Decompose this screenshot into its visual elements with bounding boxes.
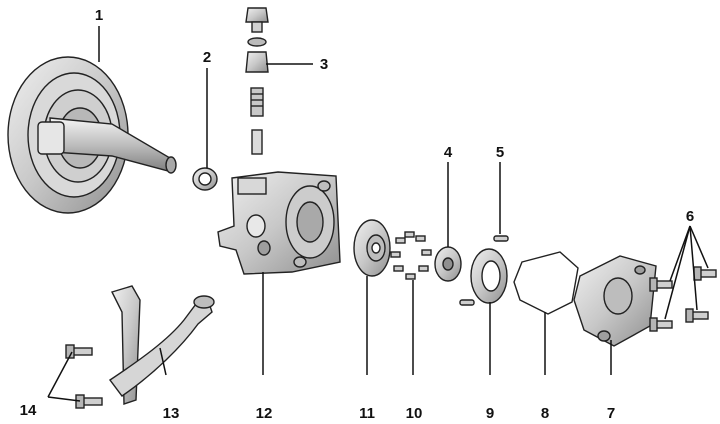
leader-13 xyxy=(159,347,167,376)
leader-lines xyxy=(47,26,709,402)
callout-6: 6 xyxy=(686,208,694,225)
callout-2: 2 xyxy=(203,49,211,66)
leader-6a xyxy=(669,225,691,282)
callout-8: 8 xyxy=(541,405,549,422)
bolt xyxy=(693,266,717,281)
bracket-bolts xyxy=(65,344,103,409)
leader-6d xyxy=(664,225,691,320)
cover-bolts xyxy=(649,266,717,332)
leader-6b xyxy=(689,225,709,269)
pump-vanes xyxy=(390,231,432,280)
callout-9: 9 xyxy=(486,405,494,422)
leader-14a xyxy=(47,351,73,398)
bolt xyxy=(649,277,673,292)
rear-cover xyxy=(573,255,657,347)
pump-rotor xyxy=(434,246,462,282)
callout-labels: 1 2 3 4 5 6 7 8 9 10 11 12 13 14 xyxy=(20,7,695,422)
bolt xyxy=(65,344,93,359)
pressure-valve-assembly xyxy=(245,7,269,155)
callout-3: 3 xyxy=(320,56,328,73)
bolt xyxy=(685,308,709,323)
dowel-pins xyxy=(459,235,509,306)
thrust-plate xyxy=(353,219,391,277)
callout-7: 7 xyxy=(607,405,615,422)
seal-ring xyxy=(192,167,218,191)
callout-4: 4 xyxy=(444,144,453,161)
bolt xyxy=(75,394,103,409)
bracket-and-hose xyxy=(108,285,215,405)
pulley-with-shaft xyxy=(7,56,177,214)
callout-1: 1 xyxy=(95,7,103,24)
callout-14: 14 xyxy=(20,402,37,419)
callout-5: 5 xyxy=(496,144,504,161)
callout-12: 12 xyxy=(256,405,273,422)
gasket xyxy=(513,251,579,315)
leader-14b xyxy=(47,396,81,402)
cam-ring xyxy=(470,248,508,304)
bolt xyxy=(649,317,673,332)
leader-6c xyxy=(689,225,698,311)
callout-10: 10 xyxy=(406,405,423,422)
pump-housing xyxy=(217,171,341,275)
callout-11: 11 xyxy=(359,405,375,422)
callout-13: 13 xyxy=(163,405,180,422)
